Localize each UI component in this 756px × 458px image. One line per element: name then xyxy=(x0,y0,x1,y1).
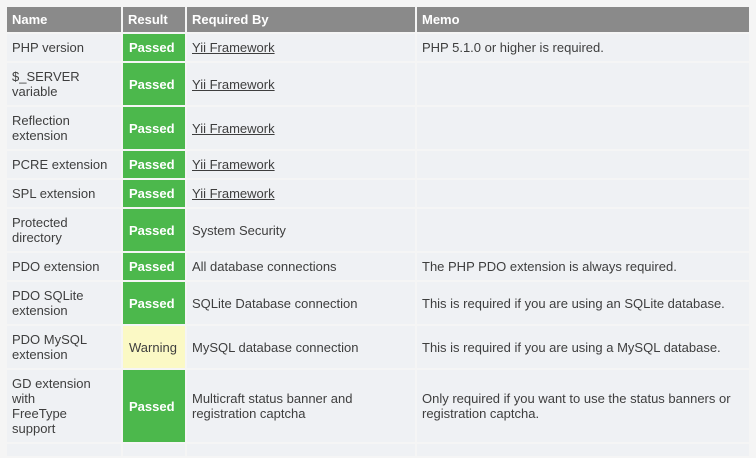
required-by-cell: Yii Framework xyxy=(187,107,415,149)
required-by-text: System Security xyxy=(192,222,286,238)
header-row: Name Result Required By Memo xyxy=(7,7,749,32)
required-by-cell: System Security xyxy=(187,209,415,251)
requirements-rows: PHP version Passed Yii Framework PHP 5.1… xyxy=(7,34,749,456)
required-by-cell: Yii Framework xyxy=(187,63,415,105)
required-by-cell: MySQL database connection xyxy=(187,326,415,368)
memo-text: This is required if you are using an SQL… xyxy=(417,282,749,324)
result-badge: Passed xyxy=(123,34,185,61)
requirement-name: Protected directory xyxy=(7,209,121,251)
memo-text: PHP 5.1.0 or higher is required. xyxy=(417,34,749,61)
requirement-row: SPL extension Passed Yii Framework xyxy=(7,180,749,207)
memo-text: Only required if you want to use the sta… xyxy=(417,370,749,442)
memo-text xyxy=(417,151,749,178)
result-badge: Passed xyxy=(123,107,185,149)
memo-text xyxy=(417,63,749,105)
requirement-name: PDO extension xyxy=(7,253,121,280)
requirement-row: PDO MySQL extension Warning MySQL databa… xyxy=(7,326,749,368)
requirement-name: PCRE extension xyxy=(7,151,121,178)
memo-text xyxy=(417,180,749,207)
result-badge: Passed xyxy=(123,180,185,207)
requirement-row: PHP version Passed Yii Framework PHP 5.1… xyxy=(7,34,749,61)
required-by-link[interactable]: Yii Framework xyxy=(192,76,275,92)
memo-text: The PHP PDO extension is always required… xyxy=(417,253,749,280)
requirement-row: Reflection extension Passed Yii Framewor… xyxy=(7,107,749,149)
requirements-table: Name Result Required By Memo PHP version… xyxy=(5,5,751,458)
result-badge: Passed xyxy=(123,209,185,251)
requirement-row: GD extension with FreeType support Passe… xyxy=(7,370,749,442)
memo-text xyxy=(417,209,749,251)
memo-text: This is required if you are using a MySQ… xyxy=(417,326,749,368)
required-by-text: All database connections xyxy=(192,259,337,274)
requirement-row: Protected directory Passed System Securi… xyxy=(7,209,749,251)
required-by-text: MySQL database connection xyxy=(192,339,359,355)
column-header-name: Name xyxy=(7,7,121,32)
required-by-link[interactable]: Yii Framework xyxy=(192,186,275,201)
column-header-result: Result xyxy=(123,7,185,32)
required-by-cell: Multicraft status banner and registratio… xyxy=(187,370,415,442)
result-badge: Passed xyxy=(123,282,185,324)
requirement-name: GD extension with FreeType support xyxy=(7,370,121,442)
requirement-name: PDO MySQL extension xyxy=(7,326,121,368)
result-badge: Passed xyxy=(123,63,185,105)
required-by-cell: All database connections xyxy=(187,253,415,280)
required-by-cell: SQLite Database connection xyxy=(187,282,415,324)
page: { "page": { "background_color": "#f5f5f5… xyxy=(0,5,756,456)
memo-text xyxy=(417,107,749,149)
requirement-name: PDO SQLite extension xyxy=(7,282,121,324)
result-badge: Passed xyxy=(123,370,185,442)
result-badge: Passed xyxy=(123,253,185,280)
requirement-name: PHP version xyxy=(7,34,121,61)
result-badge: Warning xyxy=(123,326,185,368)
required-by-text: SQLite Database connection xyxy=(192,295,358,311)
required-by-link[interactable]: Yii Framework xyxy=(192,120,275,136)
requirement-row: $_SERVER variable Passed Yii Framework xyxy=(7,63,749,105)
requirement-name: Reflection extension xyxy=(7,107,121,149)
required-by-cell: Yii Framework xyxy=(187,151,415,178)
required-by-link[interactable]: Yii Framework xyxy=(192,157,275,172)
result-badge: Passed xyxy=(123,151,185,178)
column-header-memo: Memo xyxy=(417,7,749,32)
requirement-name: $_SERVER variable xyxy=(7,63,121,105)
required-by-link[interactable]: Yii Framework xyxy=(192,40,275,55)
required-by-cell: Yii Framework xyxy=(187,34,415,61)
column-header-required-by: Required By xyxy=(187,7,415,32)
required-by-text: Multicraft status banner and registratio… xyxy=(192,391,353,421)
requirement-name: SPL extension xyxy=(7,180,121,207)
required-by-cell: Yii Framework xyxy=(187,180,415,207)
requirement-row: PCRE extension Passed Yii Framework xyxy=(7,151,749,178)
requirement-row: PDO SQLite extension Passed SQLite Datab… xyxy=(7,282,749,324)
requirement-row: PDO extension Passed All database connec… xyxy=(7,253,749,280)
